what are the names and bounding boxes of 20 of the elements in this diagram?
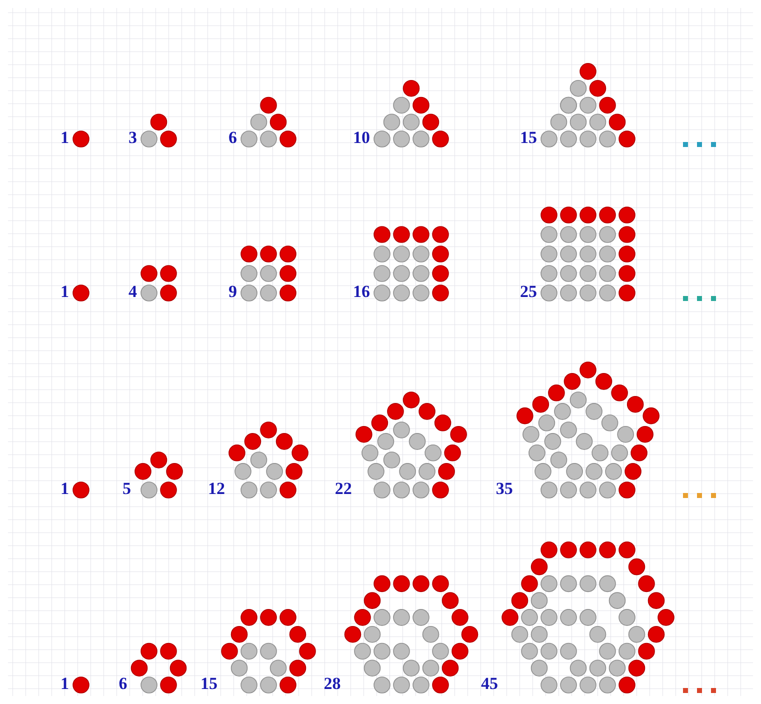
number-label: 35 xyxy=(494,480,513,498)
number-label: 6 xyxy=(228,129,237,147)
number-label: 25 xyxy=(519,283,537,301)
number-label: 22 xyxy=(334,480,352,498)
number-label: 9 xyxy=(228,283,237,301)
number-label: 6 xyxy=(118,675,128,693)
number-label: 3 xyxy=(128,129,137,147)
number-label: 5 xyxy=(121,480,131,498)
number-label: 15 xyxy=(519,129,537,147)
number-label: 12 xyxy=(206,480,225,498)
number-label: 1 xyxy=(60,480,69,498)
number-label: 45 xyxy=(480,675,498,693)
number-label: 1 xyxy=(60,129,69,147)
number-label: 1 xyxy=(60,675,69,693)
number-label: 15 xyxy=(200,675,218,693)
number-label: 10 xyxy=(352,129,370,147)
number-label: 1 xyxy=(60,283,69,301)
number-label: 4 xyxy=(128,283,137,301)
number-label: 16 xyxy=(352,283,370,301)
number-label: 28 xyxy=(322,675,341,693)
